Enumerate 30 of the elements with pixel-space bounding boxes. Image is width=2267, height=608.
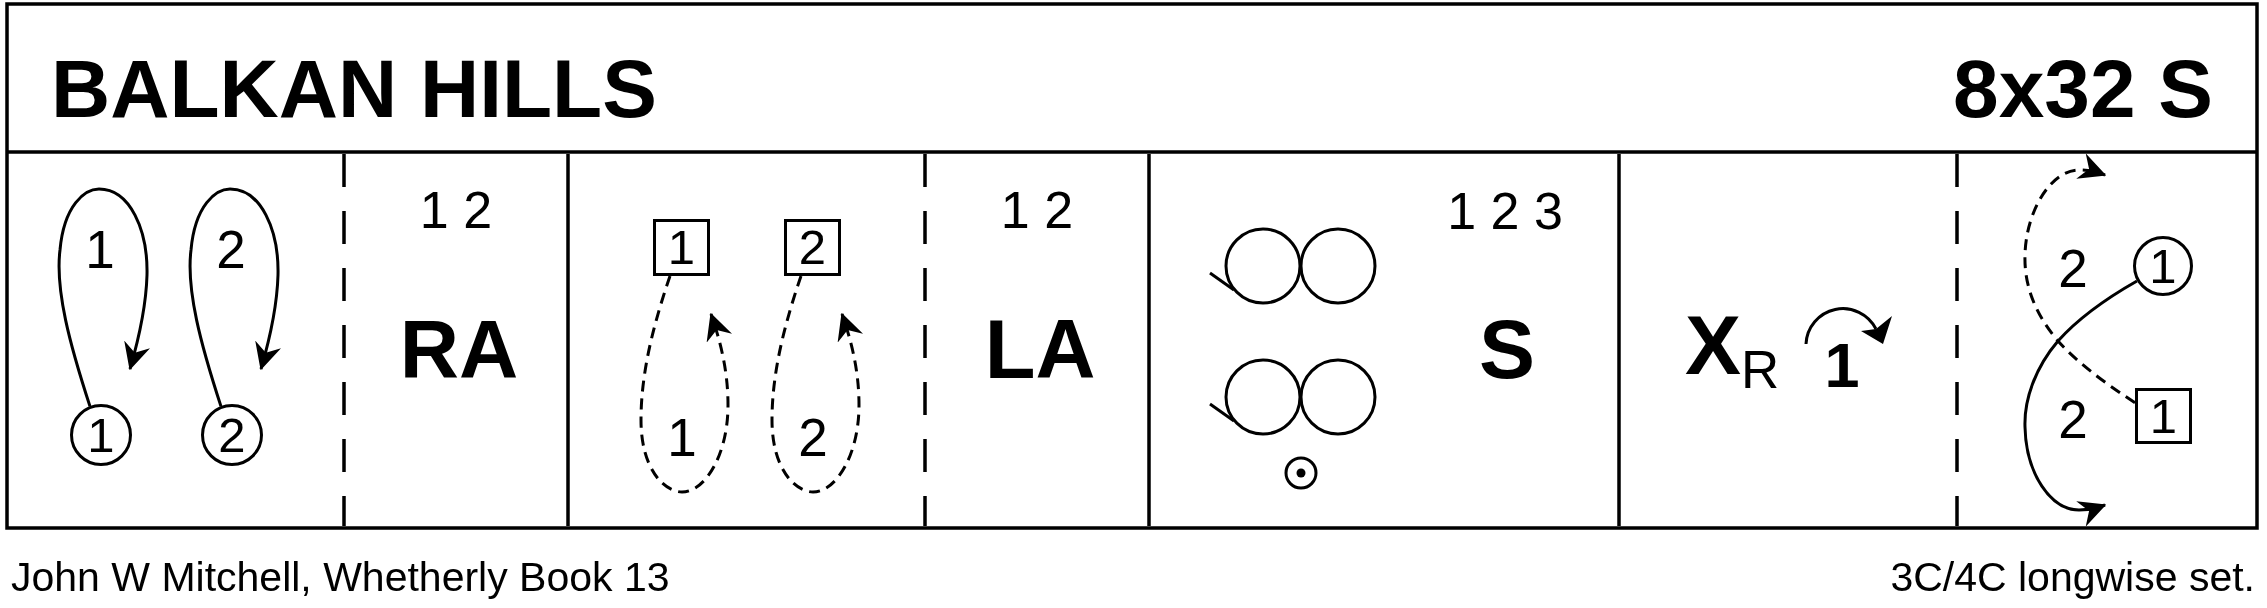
- figure-abbreviation: X$_{R}$: [1685, 302, 1780, 398]
- dashed-arrow: [770, 275, 863, 494]
- dashed-arrow: [2023, 153, 2136, 404]
- dancer-number: 2: [798, 410, 828, 464]
- dancer-number: 2: [2058, 392, 2088, 446]
- dance-title: BALKAN HILLS: [51, 48, 657, 130]
- dancer-square: 1: [653, 219, 710, 276]
- couple-numbers: 1 2: [1000, 184, 1074, 236]
- couple-numbers: 1 2: [419, 184, 493, 236]
- dancer-number: 2: [2058, 241, 2088, 295]
- dancer-square: 2: [784, 219, 841, 276]
- dance-format: 8x32 S: [1953, 48, 2213, 130]
- dancer-number: 1: [1824, 333, 1860, 397]
- dancer-number: 2: [216, 222, 246, 276]
- dashed-arrow: [639, 275, 732, 494]
- dancer-circle: 1: [70, 404, 132, 466]
- curved-arrow: [188, 187, 282, 407]
- source-note: John W Mitchell, Whetherly Book 13: [11, 556, 670, 598]
- curved-arrow: [57, 187, 151, 407]
- set-note: 3C/4C longwise set.: [1890, 556, 2255, 598]
- dancer-circle: 2: [201, 404, 263, 466]
- figure-abbreviation: RA: [399, 308, 519, 390]
- dancer-square: 1: [2135, 388, 2192, 444]
- figure-abbreviation: S: [1479, 307, 1535, 391]
- dancer-number: 1: [85, 222, 115, 276]
- curved-arrow: [2023, 279, 2138, 527]
- couple-numbers: 1 2 3: [1447, 185, 1563, 237]
- figure-abbreviation: LA: [984, 307, 1096, 391]
- dancer-number: 1: [667, 410, 697, 464]
- dancer-circle: 1: [2133, 236, 2193, 296]
